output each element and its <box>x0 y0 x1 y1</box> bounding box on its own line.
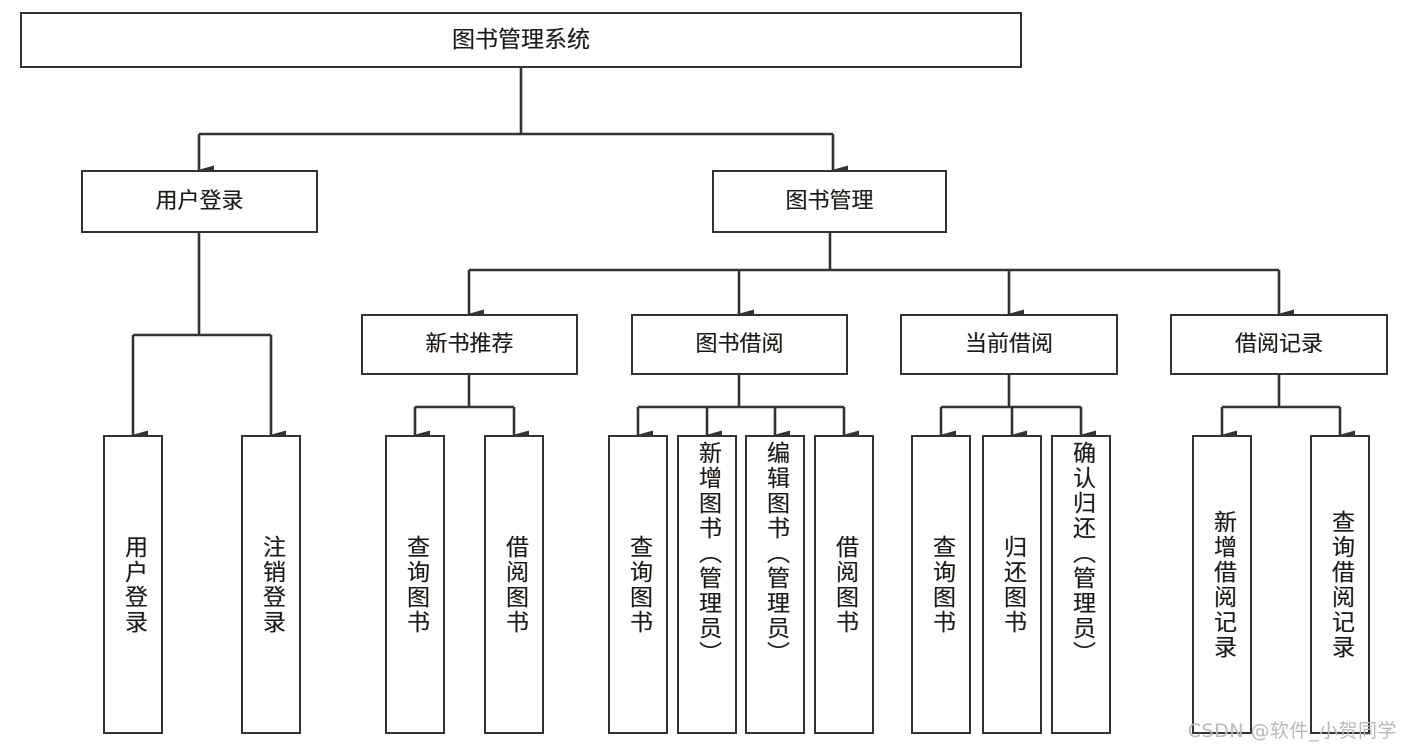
node-label: 查询借阅记录 <box>1327 509 1354 660</box>
node-label: 新书推荐 <box>425 331 514 357</box>
leaf-query-book-borrow[interactable]: 查询图书 <box>608 435 668 734</box>
leaf-add-book[interactable]: 新增图书（管理员） <box>677 435 737 734</box>
leaf-confirm-return[interactable]: 确认归还（管理员） <box>1051 435 1111 734</box>
node-label: 归还图书 <box>999 534 1026 635</box>
leaf-borrow-book-recommend[interactable]: 借阅图书 <box>484 435 544 734</box>
leaf-return-book[interactable]: 归还图书 <box>982 435 1042 734</box>
leaf-query-book-current[interactable]: 查询图书 <box>911 435 971 734</box>
leaf-borrow-book[interactable]: 借阅图书 <box>814 435 874 734</box>
leaf-user-logout[interactable]: 注销登录 <box>241 435 301 734</box>
leaf-add-borrow-record[interactable]: 新增借阅记录 <box>1192 435 1252 734</box>
node-book-management-system[interactable]: 图书管理系统 <box>20 12 1022 68</box>
node-book-borrow[interactable]: 图书借阅 <box>631 314 848 375</box>
node-label: 图书管理系统 <box>452 26 590 53</box>
leaf-user-login[interactable]: 用户登录 <box>103 435 163 734</box>
node-label: 用户登录 <box>155 188 244 214</box>
node-label: 借阅记录 <box>1234 331 1323 357</box>
node-label: 借阅图书 <box>831 534 858 635</box>
node-label: 查询图书 <box>402 534 429 635</box>
node-label: 借阅图书 <box>501 534 528 635</box>
node-user-login[interactable]: 用户登录 <box>81 170 318 233</box>
node-label: 图书借阅 <box>695 331 784 357</box>
leaf-query-book-recommend[interactable]: 查询图书 <box>385 435 445 734</box>
node-new-book-recommend[interactable]: 新书推荐 <box>361 314 578 375</box>
leaf-edit-book[interactable]: 编辑图书（管理员） <box>745 435 805 734</box>
node-label: 新增借阅记录 <box>1209 509 1236 660</box>
node-label: 当前借阅 <box>964 331 1053 357</box>
leaf-query-borrow-record[interactable]: 查询借阅记录 <box>1310 435 1370 734</box>
node-label: 注销登录 <box>258 534 285 635</box>
node-label: 查询图书 <box>928 534 955 635</box>
node-label: 新增图书（管理员） <box>694 441 721 666</box>
node-book-manage[interactable]: 图书管理 <box>712 170 947 233</box>
node-borrow-record[interactable]: 借阅记录 <box>1170 314 1388 375</box>
node-label: 查询图书 <box>625 534 652 635</box>
node-label: 编辑图书（管理员） <box>762 441 789 666</box>
node-label: 图书管理 <box>785 188 874 214</box>
node-current-borrow[interactable]: 当前借阅 <box>900 314 1118 375</box>
node-label: 确认归还（管理员） <box>1068 441 1095 666</box>
node-label: 用户登录 <box>120 534 147 635</box>
